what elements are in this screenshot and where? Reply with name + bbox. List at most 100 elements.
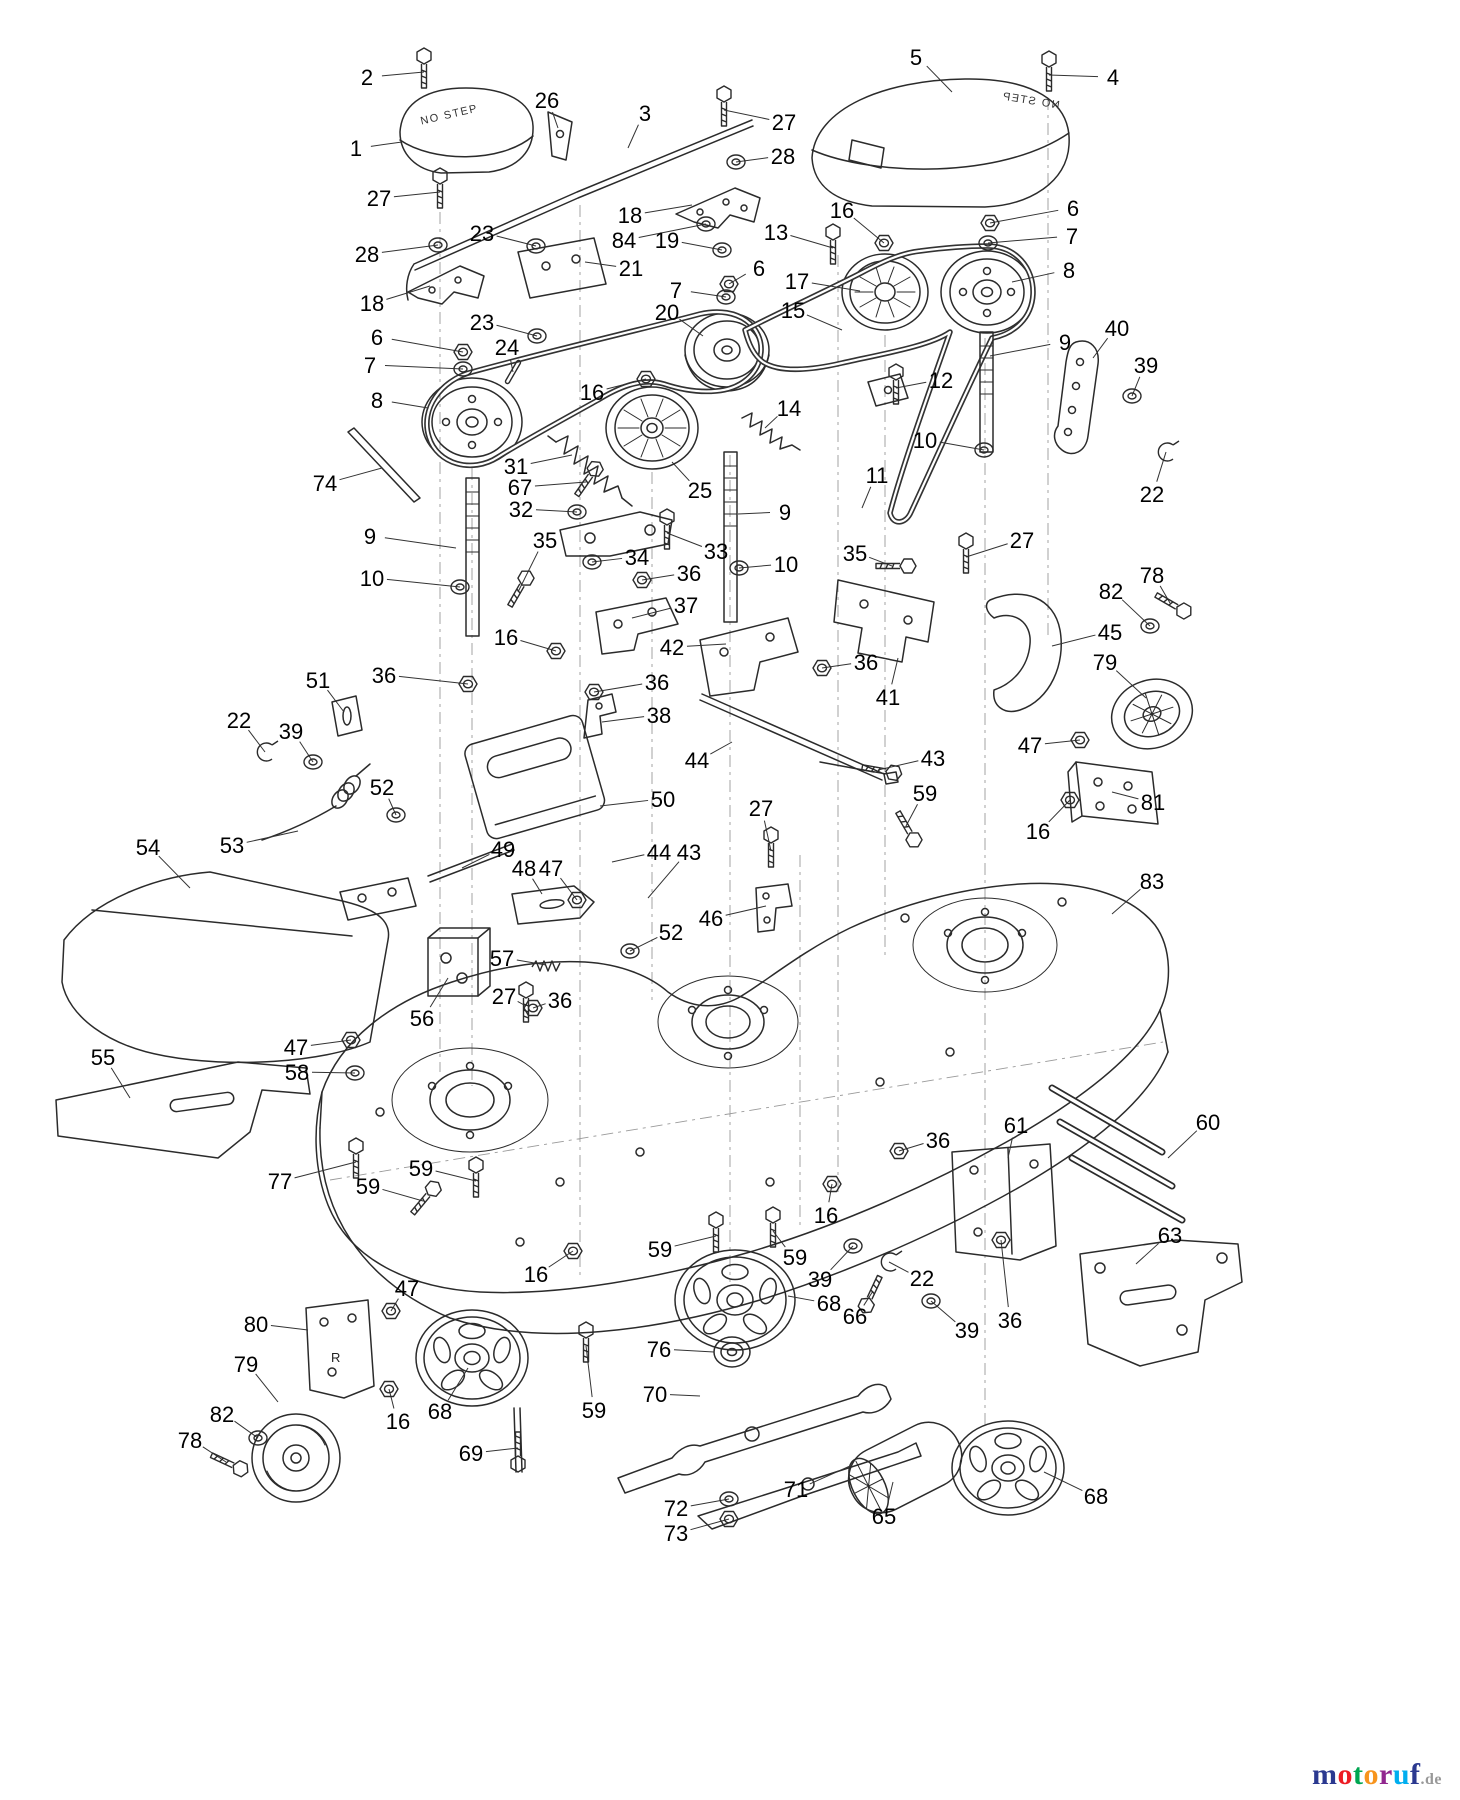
- leader-line-4: [1048, 74, 1099, 78]
- leader-line-70: [669, 1394, 701, 1397]
- support-rod-shape: [405, 119, 754, 301]
- channel-bracket-shape: [859, 599, 869, 609]
- watermark-letter: r: [1378, 1758, 1393, 1791]
- callout-68: 68: [428, 1399, 452, 1424]
- leader-line-2: [381, 71, 425, 77]
- leader-line-26: [552, 111, 559, 129]
- mandrel-plate-left-shape: [423, 1316, 521, 1400]
- rear-mount-bracket-shape: [1216, 1252, 1228, 1264]
- callout-73: 73: [664, 1521, 688, 1546]
- callout-41: 41: [876, 685, 900, 710]
- callout-25: 25: [688, 478, 712, 503]
- leader-line-59: [435, 1170, 477, 1182]
- spindle-pulley-left-shape: [456, 408, 488, 436]
- callout-35: 35: [843, 541, 867, 566]
- leader-line-59: [585, 1345, 593, 1398]
- spindle-pulley-left-shape: [441, 417, 451, 427]
- part-symbol-bolt: [875, 558, 917, 574]
- leader-line-22: [248, 729, 266, 753]
- mower-blade-lower: [697, 1442, 922, 1530]
- cover-strap-shape: [547, 111, 573, 161]
- callout-16: 16: [830, 198, 854, 223]
- leader-line-8: [1011, 272, 1055, 283]
- wheel-bracket-right-shape: [1075, 761, 1159, 825]
- wheel-bracket-left-shape: [327, 1367, 337, 1377]
- leader-line-10: [386, 578, 461, 588]
- leader-line-76: [673, 1349, 715, 1353]
- callout-42: 42: [660, 635, 684, 660]
- part-symbol-bolt: [891, 807, 925, 851]
- callout-7: 7: [364, 353, 376, 378]
- mower-deck-housing-shape: [980, 975, 990, 985]
- leader-line-52: [629, 937, 658, 952]
- leader-line-77: [294, 1161, 357, 1179]
- leader-line-82: [234, 1420, 259, 1439]
- leader-line-20: [679, 318, 704, 337]
- leader-line-22: [1156, 451, 1167, 482]
- hanger-bracket-shape: [763, 916, 771, 924]
- leader-line-71: [809, 1465, 851, 1485]
- callout-21: 21: [619, 256, 643, 281]
- leader-line-3: [627, 124, 639, 149]
- torsion-spring-shape: [261, 805, 337, 841]
- idler-bracket-small-shape: [883, 385, 893, 395]
- spindle-shaft-left-shape: [465, 491, 480, 553]
- callout-19: 19: [655, 228, 679, 253]
- leader-line-32: [535, 509, 578, 513]
- leader-line-11: [861, 486, 872, 509]
- mandrel-plate-center-shape: [693, 1277, 711, 1305]
- front-link-bracket-shape: [511, 885, 595, 925]
- callout-59: 59: [913, 781, 937, 806]
- belt-cover-right-shape: [848, 139, 885, 169]
- mounting-plate-shape: [571, 254, 581, 264]
- leader-line-36: [1000, 1239, 1009, 1308]
- callout-43: 43: [677, 840, 701, 865]
- flat-idler-pulley-shape: [617, 398, 687, 458]
- mower-deck-housing-shape: [723, 1051, 733, 1061]
- callout-65: 65: [872, 1504, 896, 1529]
- flat-idler-pulley-shape: [646, 422, 658, 434]
- belt-guide-strip: [347, 427, 421, 503]
- watermark-letter: t: [1352, 1758, 1364, 1791]
- callout-6: 6: [753, 256, 765, 281]
- callout-7: 7: [670, 278, 682, 303]
- leader-line-69: [485, 1447, 519, 1453]
- height-adjust-handle: [464, 714, 606, 840]
- leader-line-5: [926, 65, 953, 93]
- clutch-rod-shape: [883, 771, 899, 785]
- belt-cover-right-shape: [811, 78, 1070, 208]
- leader-line-36: [398, 675, 469, 685]
- roller: [847, 1421, 963, 1515]
- mower-deck-housing-shape: [465, 1130, 475, 1140]
- mower-blade-upper-shape: [744, 1426, 760, 1442]
- callout-11: 11: [866, 463, 889, 488]
- callout-26: 26: [535, 88, 559, 113]
- mandrel-plate-left-shape: [478, 1369, 504, 1391]
- watermark-domain-suffix: .de: [1420, 1771, 1442, 1788]
- torsion-spring-shape: [331, 789, 349, 809]
- idler-bracket-small: [867, 373, 909, 407]
- discharge-deflector: [61, 871, 417, 1064]
- callout-47: 47: [539, 856, 563, 881]
- callout-28: 28: [771, 144, 795, 169]
- callout-36: 36: [677, 561, 701, 586]
- leader-line-23: [496, 235, 537, 247]
- callout-20: 20: [655, 300, 679, 325]
- rear-mount-bracket-shape: [1119, 1284, 1177, 1306]
- callout-31: 31: [504, 454, 528, 479]
- mandrel-plate-center-shape: [759, 1277, 777, 1305]
- deck-bracket-center-shape: [719, 647, 729, 657]
- mandrel-plate-center-shape: [702, 1313, 728, 1335]
- callout-16: 16: [386, 1409, 410, 1434]
- callout-84: 84: [612, 228, 636, 253]
- double-pulley-shape: [721, 345, 733, 355]
- callout-78: 78: [178, 1428, 202, 1453]
- mandrel-plate-right-shape: [976, 1479, 1002, 1501]
- watermark-letter: m: [1311, 1758, 1338, 1791]
- belt-guide-strip-shape: [347, 427, 421, 503]
- leader-line-56: [429, 977, 449, 1008]
- rear-mount-bracket-shape: [1079, 1239, 1243, 1367]
- callout-74: 74: [313, 471, 337, 496]
- mandrel-plate-center-shape: [716, 1284, 754, 1316]
- leader-line-74: [339, 467, 383, 481]
